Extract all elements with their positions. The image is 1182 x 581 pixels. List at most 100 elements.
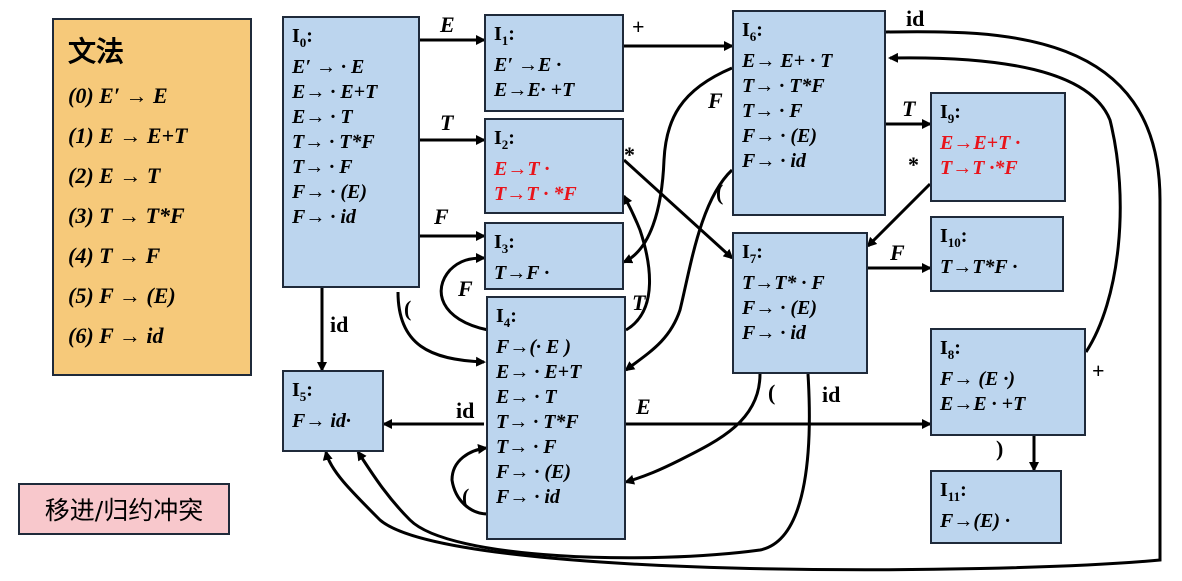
edge-2-7 — [622, 158, 734, 260]
edge-label-7-paren: ( — [768, 380, 776, 405]
lr-item: E→ · E+T — [496, 361, 582, 383]
edge-9-7 — [866, 182, 932, 248]
state-I8: I8: F→ (E ·) E→E · +T — [930, 328, 1086, 436]
edge-label-0-3: F — [434, 204, 449, 229]
state-number: 8 — [947, 347, 955, 362]
edge-label-6-9: T — [902, 96, 916, 121]
state-I10: I10: T→T*F · — [930, 216, 1064, 292]
lr-item: F→ id· — [292, 410, 351, 432]
lr-item: T→ · F — [292, 156, 353, 178]
lr-item: F→ · (E) — [292, 181, 367, 203]
lr-item: T→ · T*F — [496, 411, 579, 433]
state-I0: I0: E′ → · E E→ · E+T E→ · T T→ · T*F T→… — [282, 16, 420, 288]
grammar-rule-2: (2) E → T — [68, 163, 161, 188]
state-number: 11 — [947, 489, 961, 504]
edge-label-0-4: ( — [404, 296, 412, 321]
state-number: 10 — [947, 235, 961, 250]
grammar-rule-3: (3) T → T*F — [68, 203, 185, 228]
edge-label-6-F: F — [708, 88, 723, 113]
state-number: 2 — [501, 137, 509, 152]
lr-item: T→ · T*F — [292, 131, 375, 153]
lr-item: E′ → · E — [292, 56, 365, 78]
edge-6-id-5 — [322, 30, 1162, 572]
grammar-title: 文法 — [68, 35, 125, 68]
lr-item: E→E · +T — [940, 393, 1026, 415]
edge-label-6-id: id — [906, 6, 925, 31]
edge-label-2-7: * — [624, 142, 635, 167]
lr-item: E′ →E · — [494, 54, 562, 76]
edge-label-1-6: + — [632, 14, 645, 39]
edge-label-4-2: T — [632, 290, 646, 315]
edge-label-0-5: id — [330, 312, 349, 337]
lr-item: F→(· E ) — [496, 336, 571, 358]
lr-item: T→ · F — [742, 100, 803, 122]
edge-label-4-3: F — [458, 276, 473, 301]
lr-item: E→ · T — [292, 106, 353, 128]
lr-item: T→T*F · — [940, 256, 1018, 278]
lr-item-conflict: E→T · — [494, 158, 550, 180]
lr-item: F→ · id — [742, 150, 806, 172]
state-label: I — [742, 19, 750, 41]
edge-7-paren-4 — [624, 373, 762, 485]
lr-item: E→ E+ · T — [742, 50, 833, 72]
lr-item: T→T* · F — [742, 272, 825, 294]
state-label: I — [292, 379, 300, 401]
grammar-rule-1: (1) E → E+T — [68, 123, 188, 148]
lr-item: F→ · id — [496, 486, 560, 508]
state-label: I — [494, 23, 502, 45]
state-label: I — [292, 25, 300, 47]
lr-item: F→ · (E) — [496, 461, 571, 483]
conflict-legend: 移进/归约冲突 — [18, 483, 230, 535]
lr-item: F→ · id — [292, 206, 356, 228]
edge-label-4-paren: ( — [462, 484, 470, 509]
edge-label-9-7: * — [908, 152, 919, 177]
state-number: 7 — [749, 251, 757, 266]
lr-item: E→ · T — [496, 386, 557, 408]
lr-item-conflict: T→T · *F — [494, 183, 577, 205]
state-number: 5 — [299, 389, 307, 404]
edge-label-7-id: id — [822, 382, 841, 407]
state-I3: I3: T→F · — [484, 222, 624, 290]
grammar-rule-4: (4) T → F — [68, 243, 161, 268]
lr-item: F→ · (E) — [742, 125, 817, 147]
edge-4-F-3 — [439, 253, 489, 332]
edge-label-0-1: E — [440, 12, 455, 37]
edge-6-paren-4 — [624, 168, 734, 372]
state-I6: I6: E→ E+ · T T→ · T*F T→ · F F→ · (E) F… — [732, 10, 886, 216]
state-label: I — [742, 241, 750, 263]
edge-4-T-2 — [622, 194, 651, 332]
state-number: 3 — [501, 241, 509, 256]
state-number: 0 — [299, 35, 307, 50]
state-label: I — [496, 305, 504, 327]
lr-item: F→ · id — [742, 322, 806, 344]
lr-item: F→ (E ·) — [940, 368, 1015, 390]
grammar-box: 文法 (0) E′ → E (1) E → E+T (2) E → T (3) … — [52, 18, 252, 376]
lr-item: E→ · E+T — [292, 81, 378, 103]
edge-label-0-2: T — [440, 110, 454, 135]
state-label: I — [494, 127, 502, 149]
edge-0-4 — [396, 291, 486, 367]
lr-item-conflict: E→E+T · — [940, 132, 1021, 154]
edge-label-7-10: F — [890, 240, 905, 265]
state-I4: I4: F→(· E ) E→ · E+T E→ · T T→ · T*F T→… — [486, 296, 626, 540]
state-number: 9 — [947, 111, 955, 126]
state-I5: I5: F→ id· — [282, 370, 384, 452]
state-label: I — [940, 101, 948, 123]
state-label: I — [494, 231, 502, 253]
state-label: I — [940, 479, 948, 501]
lr-item-conflict: T→T ·*F — [940, 157, 1018, 179]
state-I2: I2: E→T · T→T · *F — [484, 118, 624, 214]
lr-item: E→E· +T — [494, 79, 575, 101]
state-number: 1 — [501, 33, 509, 48]
state-label: I — [940, 337, 948, 359]
grammar-rule-6: (6) F → id — [68, 323, 164, 348]
edge-label-4-id: id — [456, 398, 475, 423]
edge-label-4-E: E — [636, 394, 651, 419]
edge-label-8-plus: + — [1092, 358, 1105, 383]
edge-8-plus-6 — [888, 52, 1122, 353]
lr-item: T→F · — [494, 262, 550, 284]
lr-item: F→ · (E) — [742, 297, 817, 319]
state-I11: I11: F→(E) · — [930, 470, 1062, 544]
state-number: 4 — [503, 315, 511, 330]
